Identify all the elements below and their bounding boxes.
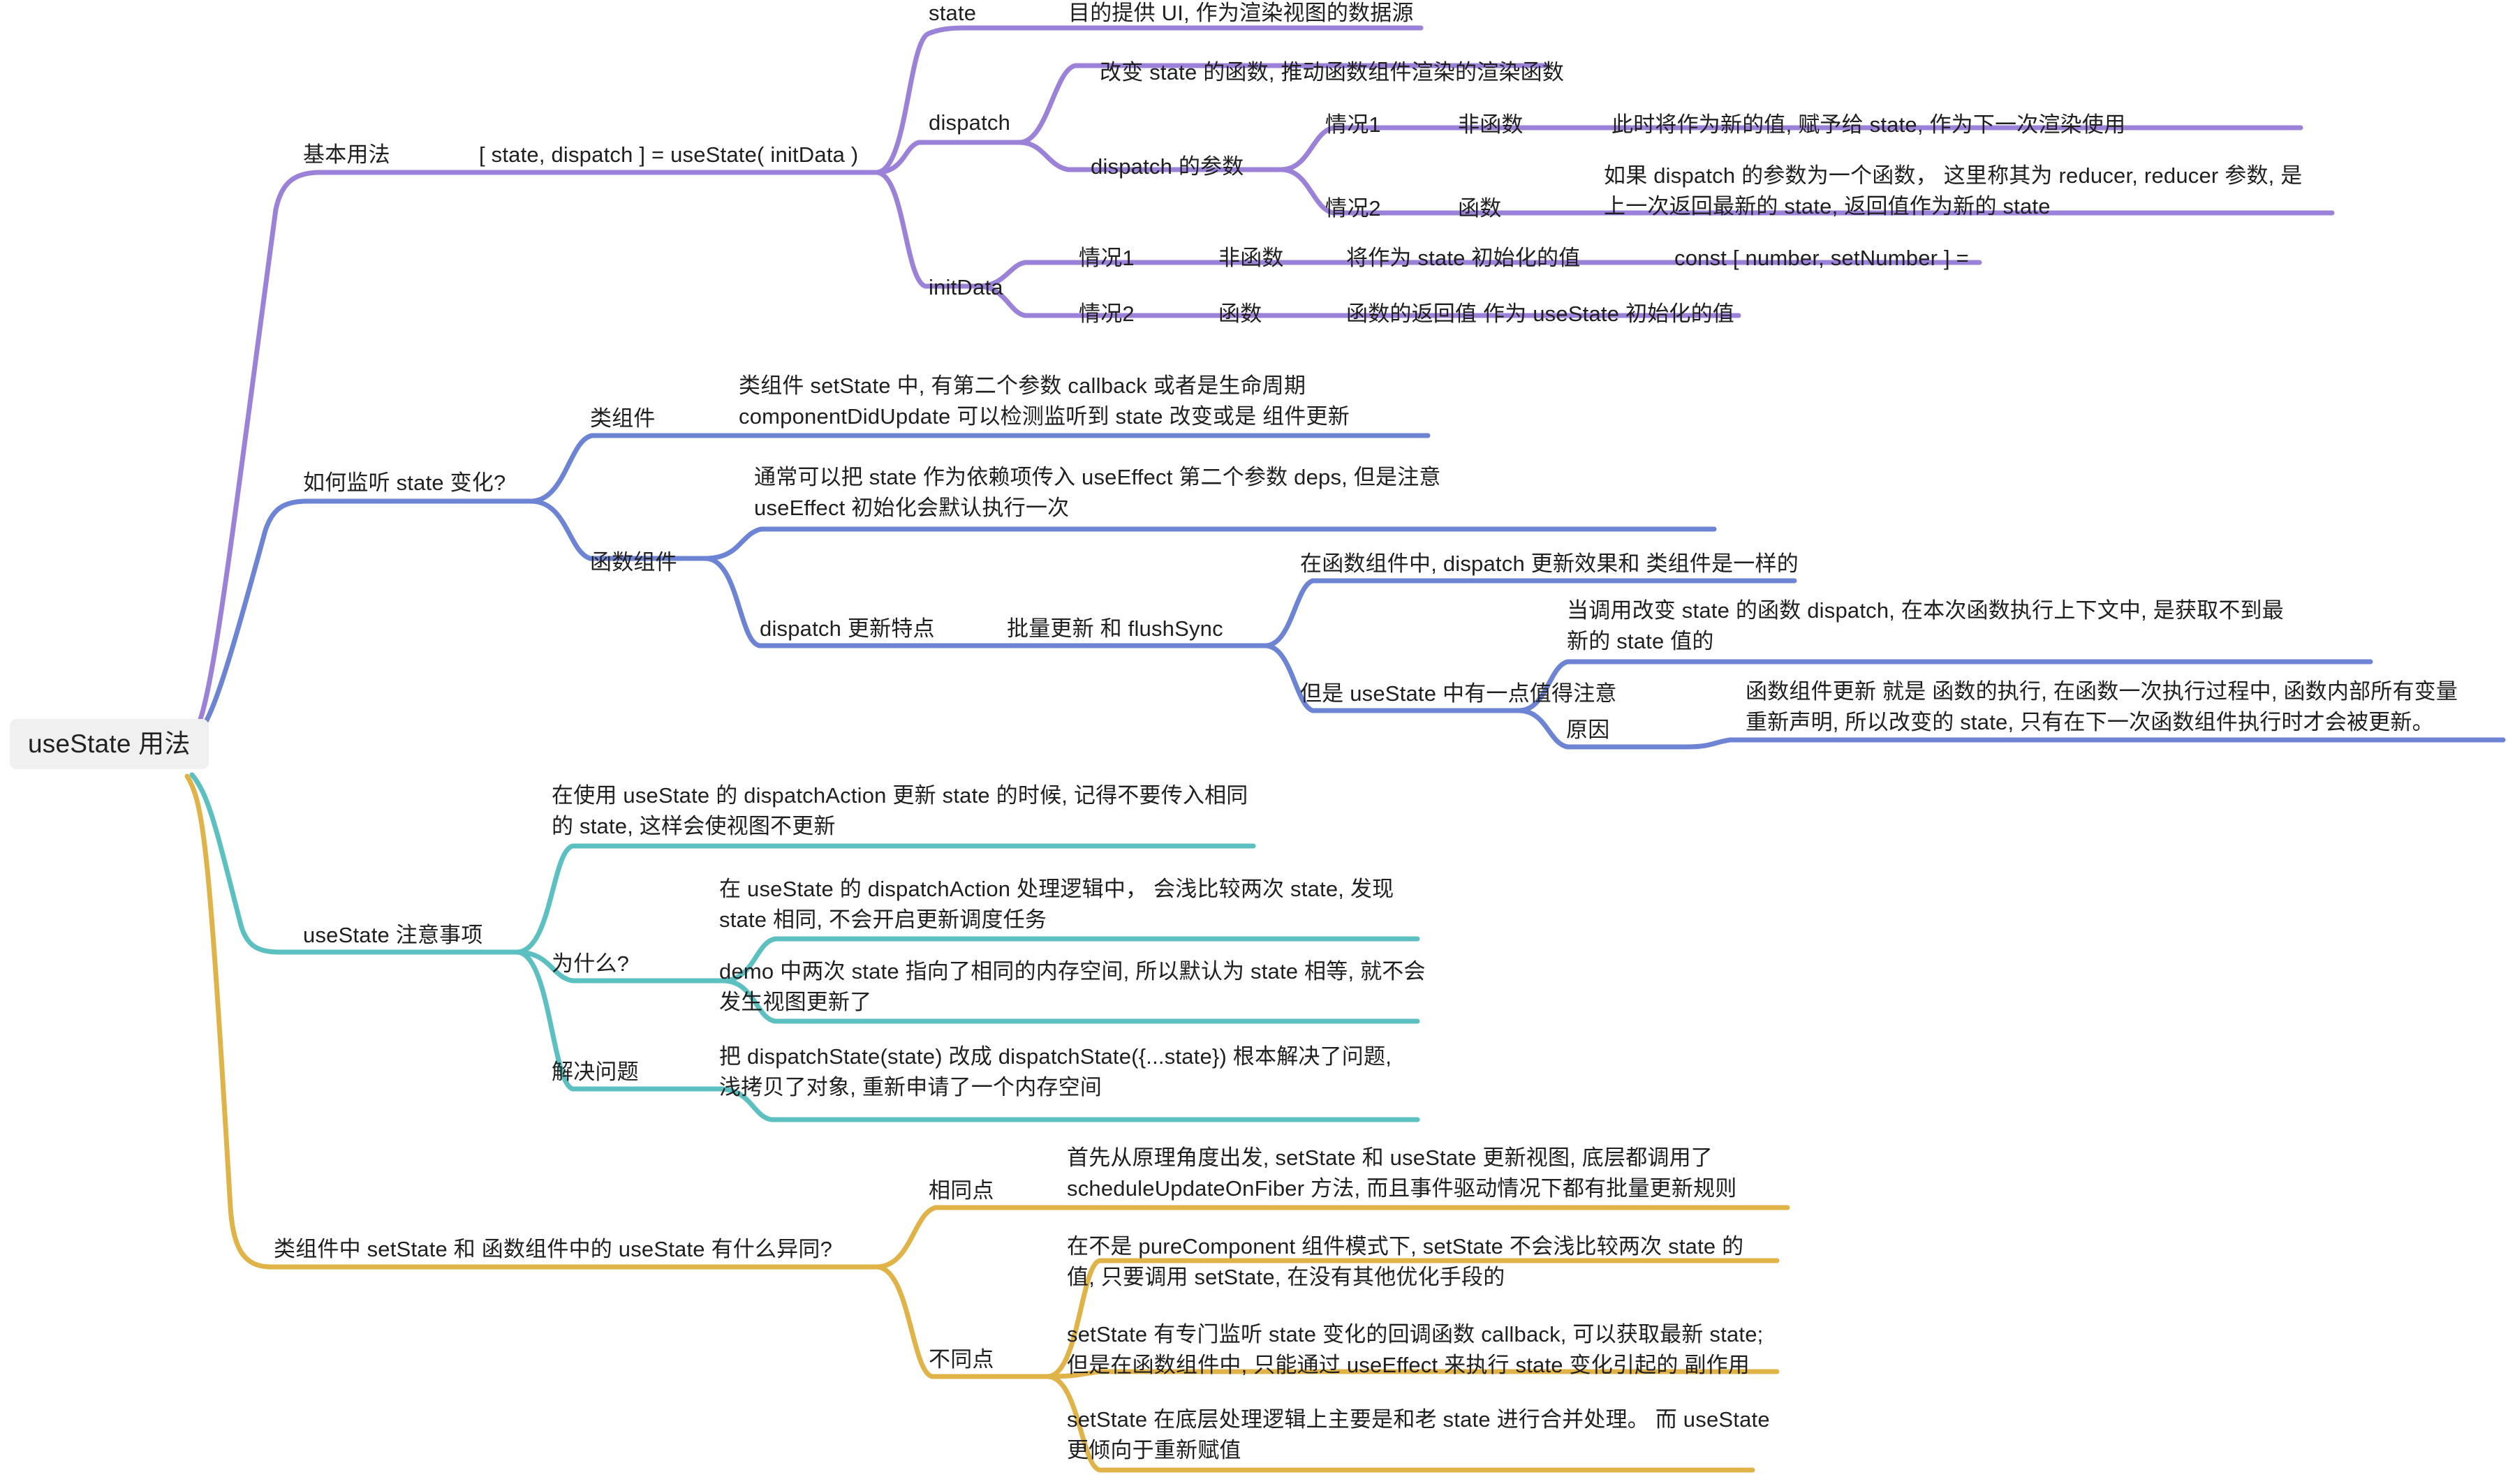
node-solve[interactable]: 解决问题: [552, 1060, 639, 1084]
node-class-component[interactable]: 类组件: [590, 406, 656, 431]
node-dispatch-detail[interactable]: 改变 state 的函数, 推动函数组件渲染的渲染函数: [1100, 60, 1565, 84]
node-function-component-detail[interactable]: 通常可以把 state 作为依赖项传入 useEffect 第二个参数 deps…: [754, 465, 1441, 521]
node-initdata-case2-detail[interactable]: 函数的返回值 作为 useState 初始化的值: [1346, 302, 1735, 326]
node-same-points-item-1[interactable]: 首先从原理角度出发, setState 和 useState 更新视图, 底层都…: [1067, 1145, 1737, 1201]
node-dispatch-update-feature[interactable]: dispatch 更新特点: [760, 616, 935, 641]
node-why[interactable]: 为什么?: [552, 951, 630, 976]
node-initdata-case1-detail[interactable]: 将作为 state 初始化的值: [1346, 246, 1581, 270]
node-solve-item-1[interactable]: 把 dispatchState(state) 改成 dispatchState(…: [719, 1044, 1392, 1100]
node-initdata-case1-extra[interactable]: const [ number, setNumber ] =: [1674, 246, 1969, 270]
node-dispatch-case1-type[interactable]: 非函数: [1458, 112, 1524, 137]
node-usestate-notes[interactable]: useState 注意事项: [303, 923, 483, 947]
node-why-item-1[interactable]: 在 useState 的 dispatchAction 处理逻辑中， 会浅比较两…: [719, 877, 1394, 933]
node-dispatch-case2-type[interactable]: 函数: [1458, 196, 1502, 221]
node-reason-label[interactable]: 原因: [1566, 718, 1610, 742]
node-dispatch-case1-label[interactable]: 情况1: [1325, 112, 1381, 137]
node-class-component-detail[interactable]: 类组件 setState 中, 有第二个参数 callback 或者是生命周期 …: [739, 373, 1350, 429]
node-basic-usage[interactable]: 基本用法: [303, 142, 390, 167]
node-initdata-case1-type[interactable]: 非函数: [1218, 246, 1284, 270]
node-listen-state[interactable]: 如何监听 state 变化?: [303, 470, 506, 495]
node-reason-detail[interactable]: 函数组件更新 就是 函数的执行, 在函数一次执行过程中, 函数内部所有变量 重新…: [1746, 679, 2458, 735]
node-dispatch-same-as-class[interactable]: 在函数组件中, dispatch 更新效果和 类组件是一样的: [1300, 551, 1799, 576]
node-initdata[interactable]: initData: [929, 275, 1003, 299]
node-function-component[interactable]: 函数组件: [590, 550, 677, 574]
node-diff-points-item-3[interactable]: setState 在底层处理逻辑上主要是和老 state 进行合并处理。 而 u…: [1067, 1407, 1770, 1463]
node-state-detail[interactable]: 目的提供 UI, 作为渲染视图的数据源: [1068, 1, 1414, 25]
node-usestate-caution-detail[interactable]: 当调用改变 state 的函数 dispatch, 在本次函数执行上下文中, 是…: [1567, 598, 2284, 654]
node-usestate-notes-detail[interactable]: 在使用 useState 的 dispatchAction 更新 state 的…: [552, 783, 1248, 839]
node-dispatch[interactable]: dispatch: [929, 110, 1011, 135]
root-node[interactable]: useState 用法: [10, 719, 209, 770]
node-dispatch-case2-detail[interactable]: 如果 dispatch 的参数为一个函数， 这里称其为 reducer, red…: [1604, 163, 2303, 219]
node-diff-points-item-2[interactable]: setState 有专门监听 state 变化的回调函数 callback, 可…: [1067, 1322, 1764, 1378]
node-same-points[interactable]: 相同点: [929, 1178, 994, 1203]
node-diff-points-item-1[interactable]: 在不是 pureComponent 组件模式下, setState 不会浅比较两…: [1067, 1234, 1744, 1290]
node-dispatch-update-note[interactable]: 批量更新 和 flushSync: [1007, 616, 1223, 641]
node-why-item-2[interactable]: demo 中两次 state 指向了相同的内存空间, 所以默认为 state 相…: [719, 959, 1426, 1015]
node-basic-usage-note[interactable]: [ state, dispatch ] = useState( initData…: [479, 142, 859, 167]
node-setstate-vs-usestate[interactable]: 类组件中 setState 和 函数组件中的 useState 有什么异同?: [274, 1237, 833, 1261]
node-usestate-caution[interactable]: 但是 useState 中有一点值得注意: [1300, 681, 1617, 706]
node-initdata-case2-type[interactable]: 函数: [1218, 302, 1262, 326]
node-dispatch-params[interactable]: dispatch 的参数: [1091, 154, 1244, 179]
node-initdata-case1-label[interactable]: 情况1: [1079, 246, 1135, 270]
node-diff-points[interactable]: 不同点: [929, 1347, 994, 1372]
node-state[interactable]: state: [929, 1, 977, 25]
node-dispatch-case2-label[interactable]: 情况2: [1325, 196, 1381, 221]
node-initdata-case2-label[interactable]: 情况2: [1079, 302, 1135, 326]
node-dispatch-case1-detail[interactable]: 此时将作为新的值, 赋予给 state, 作为下一次渲染使用: [1611, 112, 2126, 137]
